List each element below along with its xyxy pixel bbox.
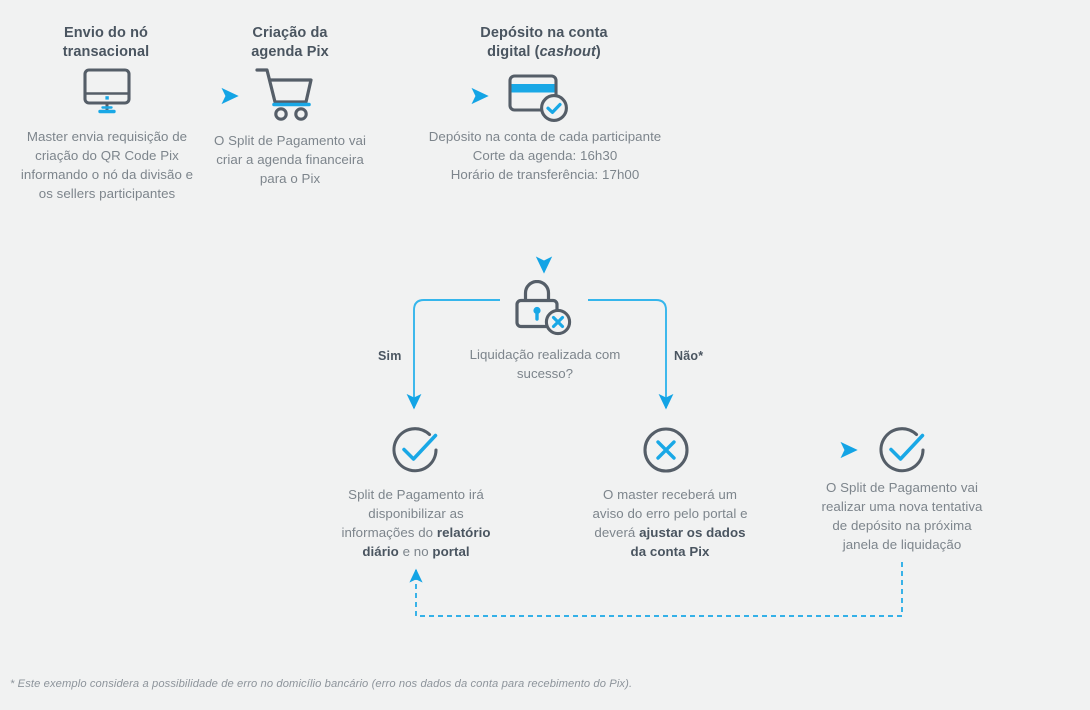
outcome-sucesso-part-2: e no [398, 543, 433, 559]
column-title-envio-line1: Envio do nó [63, 25, 149, 41]
footnote: * Este exemplo considera a possibilidade… [10, 678, 633, 690]
outcome-erro-part-0: O master receberá um aviso do erro pelo … [592, 487, 748, 540]
column-title-envio: Envio do nó transacional [26, 24, 186, 62]
column-title-deposito-line2-suffix: ) [595, 44, 601, 61]
check-circle-icon-retentativa [873, 421, 931, 479]
outcome-erro-part-1: ajustar os dados da conta Pix [630, 524, 746, 559]
shopping-cart-icon [254, 64, 324, 122]
column-description-deposito-line1: Depósito na conta de cada participante [428, 129, 662, 144]
column-description-deposito: Depósito na conta de cada participante C… [400, 128, 690, 185]
branch-label-no: Não* [674, 349, 704, 363]
outcome-sucesso-part-1: relatório diário [362, 524, 491, 559]
column-description-criacao: O Split de Pagamento vai criar a agenda … [204, 132, 376, 189]
check-circle-icon-sucesso [386, 421, 444, 479]
outcome-sucesso-part-0: Split de Pagamento irá disponibilizar as… [341, 487, 484, 540]
column-description-envio-text: Master envia requisição de criação do QR… [20, 129, 194, 201]
column-title-criacao: Criação da agenda Pix [210, 24, 370, 62]
column-description-deposito-line2: Corte da agenda: 16h30 [472, 147, 618, 163]
column-description-criacao-text: O Split de Pagamento vai criar a agenda … [214, 133, 366, 186]
x-circle-icon-erro [637, 421, 695, 479]
decision-question: Liquidação realizada com sucesso? [434, 345, 656, 384]
lock-error-icon [512, 279, 580, 338]
outcome-description-retentativa: O Split de Pagamento vai realizar uma no… [818, 479, 986, 555]
column-title-criacao-line1: Criação da [252, 25, 328, 41]
outcome-description-erro: O master receberá um aviso do erro pelo … [588, 486, 752, 562]
credit-card-check-icon [506, 72, 572, 124]
column-title-deposito-line2-italic: cashout [539, 44, 596, 61]
decision-question-line2: sucesso? [516, 366, 574, 382]
column-title-envio-line2: transacional [62, 44, 150, 61]
column-description-deposito-line3: Horário de transferência: 17h00 [450, 166, 640, 182]
column-title-deposito-line2-prefix: digital ( [487, 44, 540, 61]
monitor-icon [76, 66, 138, 120]
column-title-deposito: Depósito na conta digital (cashout) [449, 24, 639, 62]
outcome-retentativa-part-0: O Split de Pagamento vai realizar uma no… [821, 480, 983, 552]
column-title-deposito-line1: Depósito na conta [480, 25, 608, 41]
branch-label-yes: Sim [378, 349, 402, 363]
column-title-criacao-line2: agenda Pix [251, 44, 329, 61]
column-description-envio: Master envia requisição de criação do QR… [12, 128, 202, 204]
outcome-sucesso-part-3: portal [432, 543, 470, 559]
feedback-loop-dashed [409, 562, 903, 617]
outcome-description-sucesso: Split de Pagamento irá disponibilizar as… [330, 486, 502, 562]
decision-question-line1: Liquidação realizada com [469, 347, 621, 362]
